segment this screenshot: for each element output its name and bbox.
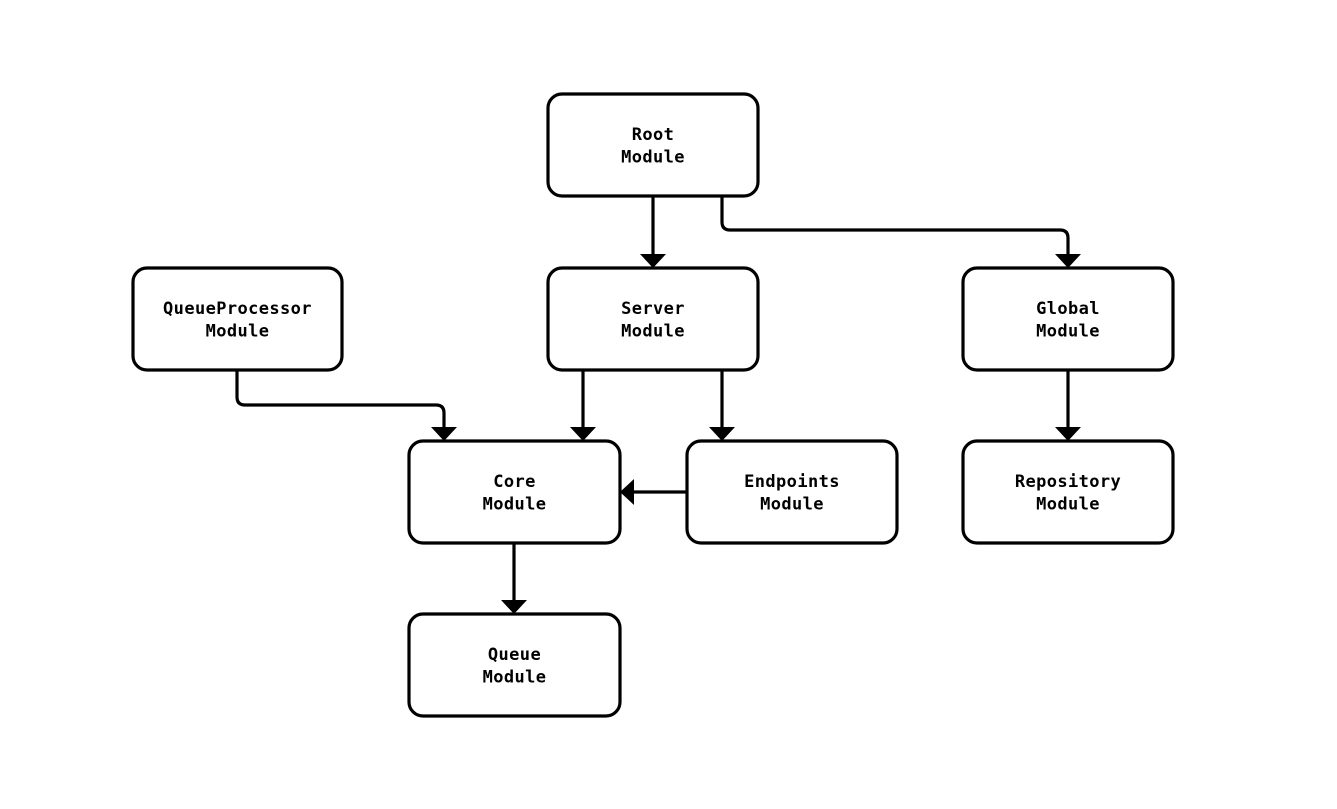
edge-queueprocessor-to-core-arrowhead-icon: [431, 427, 457, 441]
edge-core-to-queue-arrowhead-icon: [501, 600, 527, 614]
endpoints-module-node-box[interactable]: [685, 439, 899, 545]
server-module-node-box[interactable]: [546, 266, 760, 372]
edge-queueprocessor-to-core-line: [235, 370, 446, 428]
root-module-node-box[interactable]: [546, 92, 760, 198]
edge-server-to-core-arrowhead-icon: [570, 427, 596, 441]
edge-root-to-global-arrowhead-icon: [1055, 254, 1081, 268]
edge-root-to-global: [720, 196, 1081, 268]
edge-core-to-queue: [501, 543, 527, 614]
repository-module-node-box[interactable]: [961, 439, 1175, 545]
edge-global-to-repository: [1055, 370, 1081, 441]
edge-server-to-endpoints-arrowhead-icon: [709, 427, 735, 441]
edge-root-to-global-line: [720, 196, 1070, 255]
core-module-node-box[interactable]: [407, 439, 622, 545]
edge-server-to-endpoints: [709, 370, 735, 441]
edge-endpoints-to-core-arrowhead-icon: [620, 479, 634, 505]
edges-layer: [235, 196, 1081, 614]
edge-endpoints-to-core: [620, 479, 687, 505]
edge-queueprocessor-to-core: [235, 370, 457, 441]
edge-root-to-server: [640, 196, 666, 268]
global-module-node-box[interactable]: [961, 266, 1175, 372]
queueprocessor-module-node-box[interactable]: [131, 266, 344, 372]
edge-server-to-core: [570, 370, 596, 441]
edge-global-to-repository-arrowhead-icon: [1055, 427, 1081, 441]
queue-module-node-box[interactable]: [407, 612, 622, 718]
edge-root-to-server-arrowhead-icon: [640, 254, 666, 268]
